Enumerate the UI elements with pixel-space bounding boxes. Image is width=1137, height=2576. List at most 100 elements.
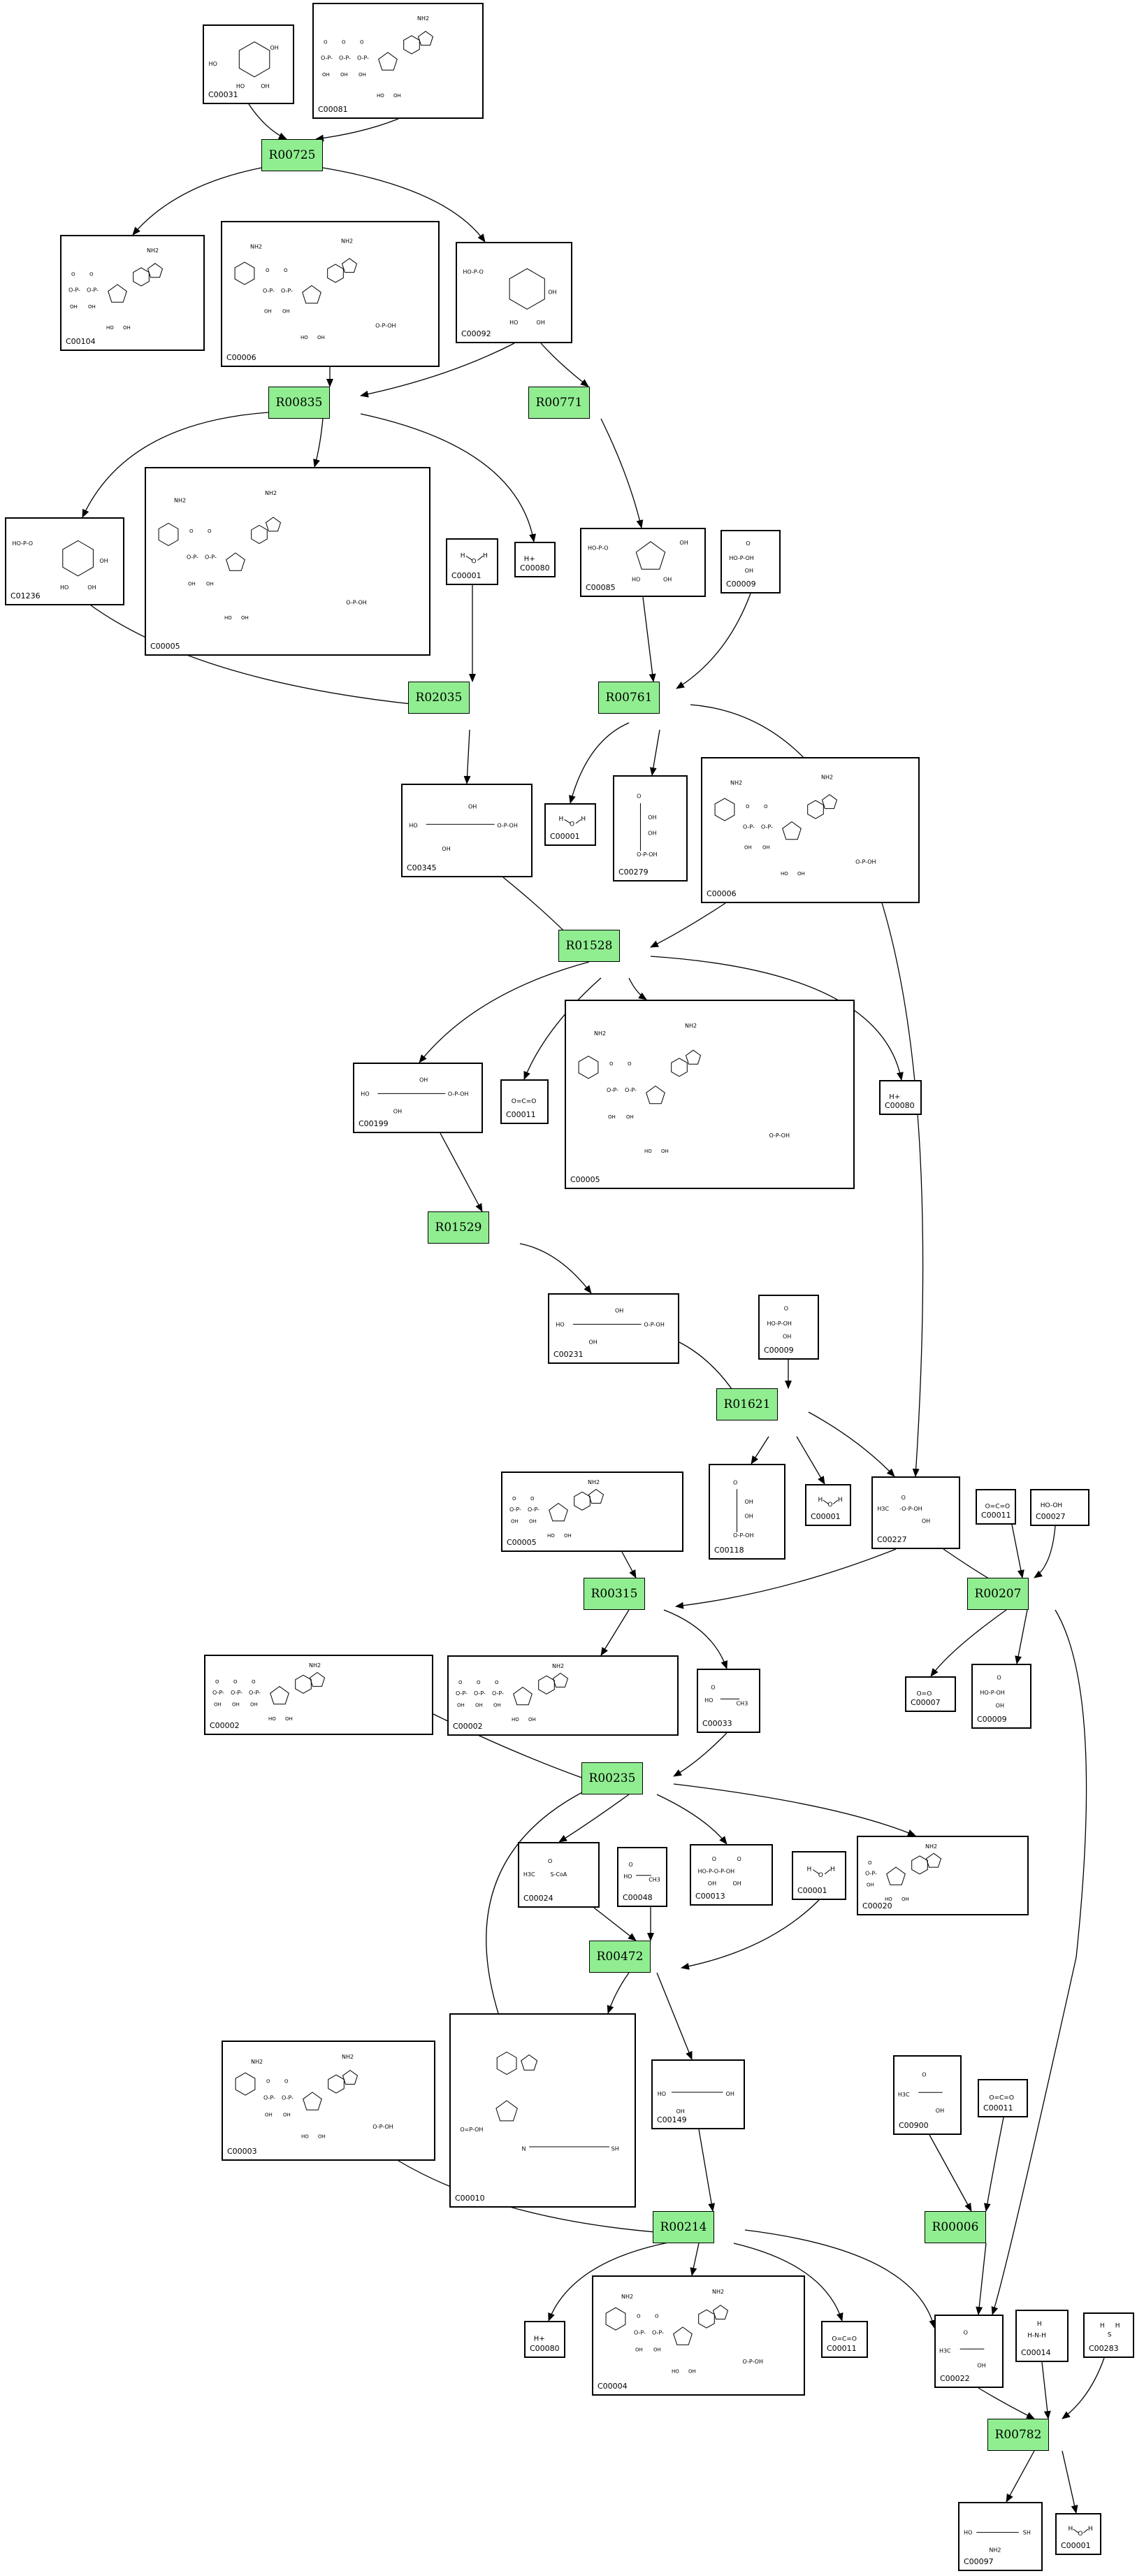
svg-text:O-P-OH: O-P-OH (637, 851, 657, 858)
reaction-r00315[interactable]: R00315 (584, 1578, 645, 1610)
carbon-dioxide-structure-icon: O=C=O (512, 1098, 537, 1105)
svg-text:OH: OH (588, 1339, 597, 1346)
edge-r02035-to-c345 (463, 729, 471, 784)
reaction-r00835[interactable]: R00835 (268, 387, 330, 419)
compound-id-label: C00001 (550, 832, 580, 841)
compound-id-label: C00283 (1089, 2344, 1119, 2353)
reaction-r00771[interactable]: R00771 (528, 387, 590, 419)
svg-text:NH2: NH2 (552, 1663, 564, 1669)
reaction-r00207[interactable]: R00207 (967, 1578, 1029, 1610)
reaction-r00235[interactable]: R00235 (581, 1762, 643, 1794)
svg-text:O: O (189, 528, 194, 534)
reaction-r00214[interactable]: R00214 (653, 2211, 714, 2243)
edge-r00235-to-c24 (558, 1794, 630, 1843)
edge-r00761-to-c227 (690, 704, 924, 1477)
svg-text:HO: HO (623, 1873, 632, 1880)
reaction-r00761[interactable]: R00761 (598, 682, 660, 714)
svg-text:O-P-: O-P- (205, 554, 217, 561)
reaction-r00472[interactable]: R00472 (589, 1941, 651, 1973)
compound-c00080[interactable]: H+C00080 (879, 1080, 922, 1115)
svg-text:OH: OH (663, 576, 672, 582)
compound-c00080[interactable]: H+C00080 (514, 542, 556, 577)
svg-text:OH: OH (901, 1897, 909, 1902)
reaction-r02035[interactable]: R02035 (408, 682, 470, 714)
svg-text:O: O (342, 39, 346, 45)
svg-text:O-P-OH: O-P-OH (346, 599, 366, 605)
reaction-r00782[interactable]: R00782 (987, 2419, 1049, 2451)
svg-text:O: O (252, 1679, 256, 1685)
compound-c00080[interactable]: H+C00080 (524, 2321, 565, 2358)
svg-text:H-N-H: H-N-H (1027, 2333, 1046, 2340)
svg-text:H3C: H3C (939, 2348, 951, 2354)
svg-text:O: O (827, 1502, 832, 1509)
svg-text:NH2: NH2 (730, 780, 742, 786)
svg-text:OH: OH (322, 72, 330, 78)
proton-structure-icon: H+ (889, 1093, 900, 1101)
svg-text:O: O (609, 1061, 614, 1067)
svg-text:O: O (458, 1680, 463, 1685)
svg-text:NH2: NH2 (588, 1479, 600, 1485)
svg-text:OH: OH (340, 72, 348, 78)
reaction-r01528[interactable]: R01528 (558, 930, 620, 962)
reaction-r00725[interactable]: R00725 (261, 139, 323, 171)
reaction-r01529[interactable]: R01529 (428, 1211, 489, 1244)
reaction-r00006[interactable]: R00006 (925, 2211, 986, 2243)
reaction-r01621[interactable]: R01621 (716, 1388, 778, 1420)
svg-text:NH2: NH2 (417, 15, 429, 22)
svg-text:O: O (215, 1679, 219, 1685)
svg-text:O-P-: O-P- (212, 1690, 224, 1696)
edge-r01621-to-c227 (808, 1411, 895, 1477)
compound-id-label: C00092 (461, 329, 491, 338)
compound-id-label: C00080 (885, 1101, 915, 1110)
